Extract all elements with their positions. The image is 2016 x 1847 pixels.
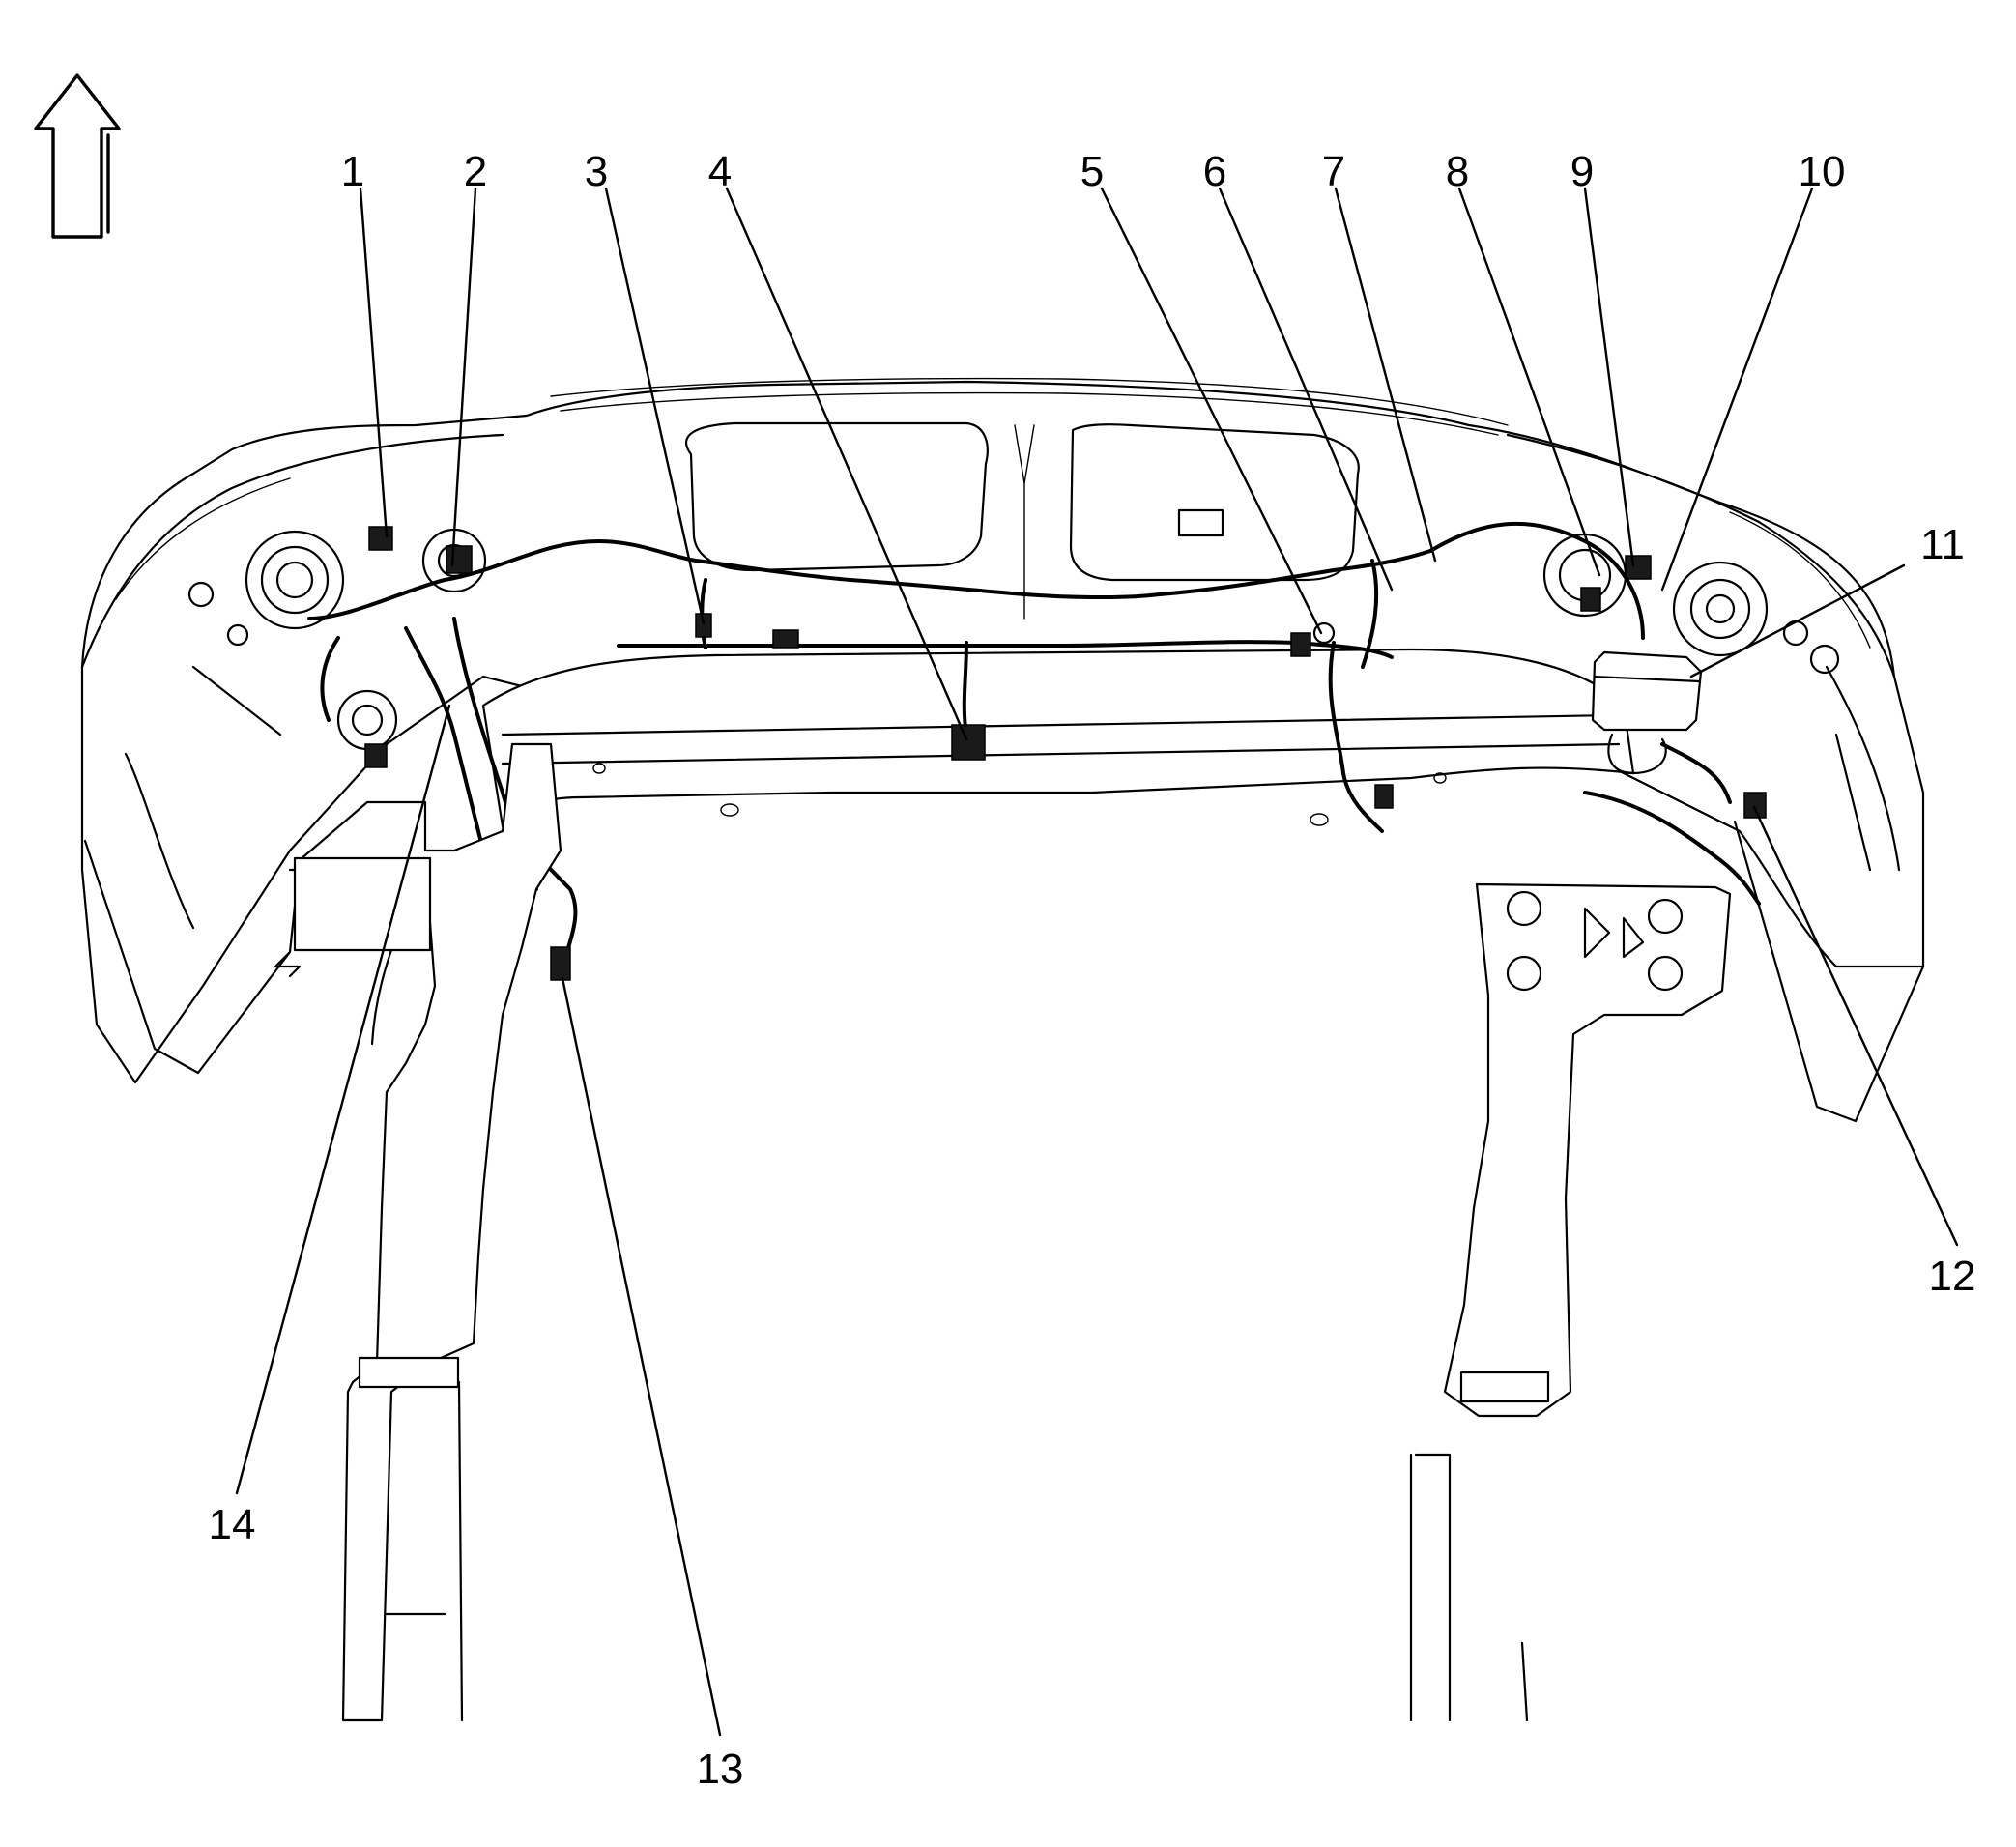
callout-4: 4	[708, 148, 732, 195]
leader-14	[235, 704, 451, 1495]
leader-12	[1752, 805, 1959, 1247]
callout-2: 2	[464, 148, 487, 195]
leader-11	[1689, 563, 1906, 678]
connector-block	[1177, 508, 1224, 537]
leader-6	[1218, 187, 1394, 592]
left-frame-rail	[274, 742, 562, 1722]
callout-14: 14	[209, 1501, 256, 1548]
callout-9: 9	[1570, 148, 1594, 195]
leader-3	[604, 187, 706, 625]
callout-3: 3	[585, 148, 608, 195]
module-box	[1591, 650, 1703, 775]
leader-13	[561, 976, 722, 1737]
callout-6: 6	[1203, 148, 1226, 195]
callout-13: 13	[697, 1746, 744, 1793]
up-arrow-icon	[34, 73, 121, 239]
callout-8: 8	[1446, 148, 1469, 195]
callout-labels: 1 2 3 4 5 6 7 8 9 10 11 12 13 14	[209, 148, 1976, 1793]
left-outer-flare	[83, 665, 432, 1075]
right-lamp-assembly	[1542, 533, 1840, 675]
leader-5	[1100, 187, 1323, 635]
leader-1	[359, 187, 389, 538]
callout-1: 1	[341, 148, 364, 195]
leader-4	[725, 187, 968, 741]
leader-9	[1583, 187, 1635, 567]
callout-7: 7	[1322, 148, 1345, 195]
callout-5: 5	[1080, 148, 1104, 195]
right-outer-flare	[1733, 665, 1925, 1123]
callout-12: 12	[1929, 1253, 1976, 1300]
leader-lines	[235, 187, 1959, 1737]
callout-10: 10	[1799, 148, 1846, 195]
crossmember	[481, 648, 1635, 828]
leader-8	[1457, 187, 1601, 577]
front-fascia	[80, 377, 1925, 1084]
callout-11: 11	[1920, 521, 1965, 568]
leader-10	[1660, 187, 1814, 592]
harness-connectors	[550, 613, 1767, 981]
leader-2	[450, 187, 477, 567]
leader-7	[1334, 187, 1437, 563]
right-frame-rail	[1409, 882, 1732, 1722]
